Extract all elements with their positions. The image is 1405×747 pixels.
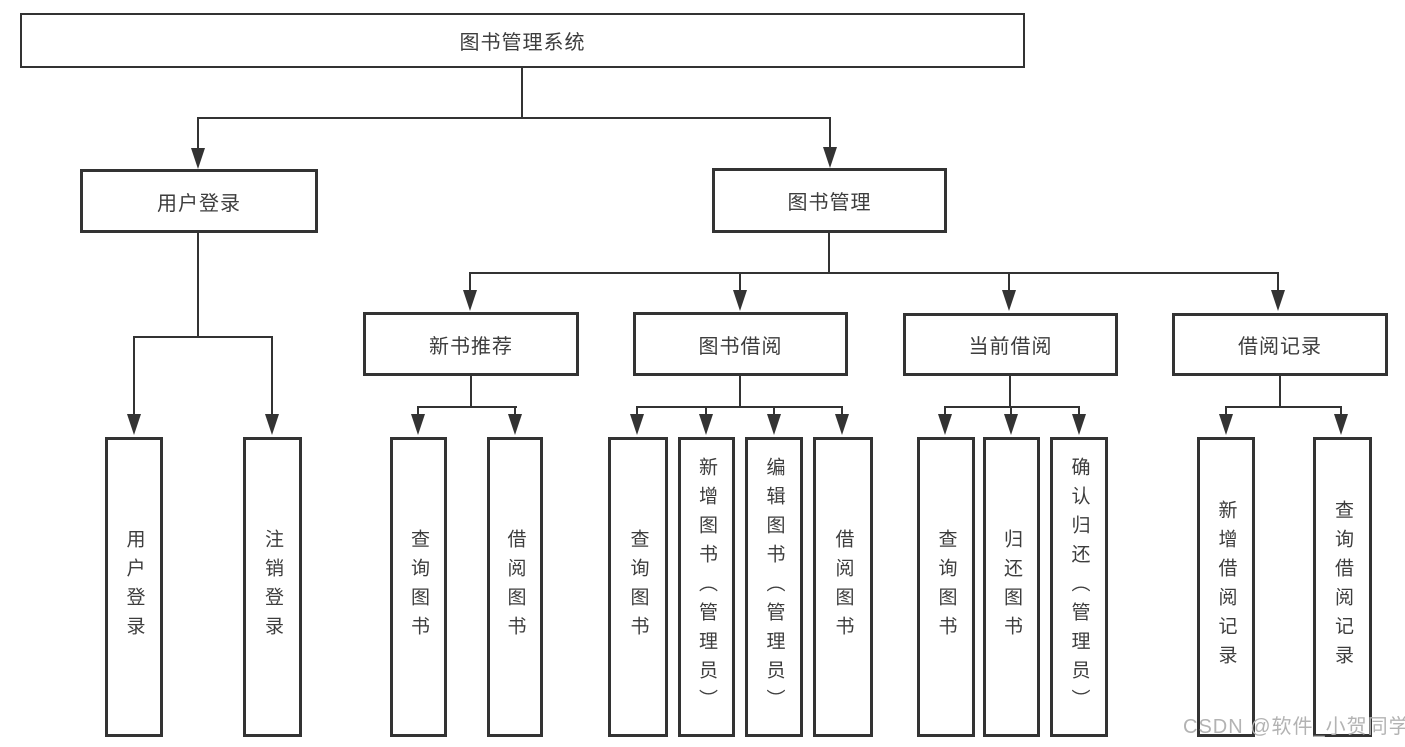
leaf-label: 归还图书 (1001, 529, 1022, 645)
connector-currentborrow-branch (944, 406, 1080, 408)
connector-bookmgmt-stem4 (1277, 272, 1279, 293)
connector-root-right-stem (829, 117, 831, 150)
arrow-down-icon (508, 414, 522, 435)
connector-bookmgmt-stem (828, 233, 830, 274)
connector-borrowrec-stem2 (1340, 406, 1342, 416)
connector-bookborrow-stem3 (773, 406, 775, 416)
connector-currentborrow-stem3 (1078, 406, 1080, 416)
connector-bookmgmt-stem1 (469, 272, 471, 293)
leaf-node-borrow-book-2: 借阅图书 (813, 437, 873, 737)
leaf-node-user-login: 用户登录 (105, 437, 163, 737)
leaf-node-edit-book: 编辑图书（管理员） (745, 437, 803, 737)
node-root: 图书管理系统 (20, 13, 1025, 68)
leaf-node-confirm-return: 确认归还（管理员） (1050, 437, 1108, 737)
arrow-down-icon (1219, 414, 1233, 435)
node-borrow-records: 借阅记录 (1172, 313, 1388, 376)
arrow-down-icon (1334, 414, 1348, 435)
leaf-label: 查询图书 (627, 529, 649, 645)
arrow-down-icon (191, 148, 205, 169)
connector-userlogin-stem (197, 233, 199, 336)
connector-newbook-stem2 (514, 406, 516, 416)
node-book-borrow-label: 图书借阅 (698, 335, 783, 358)
arrow-down-icon (1271, 290, 1285, 311)
leaf-node-return-book: 归还图书 (983, 437, 1040, 737)
connector-bookmgmt-stem2 (739, 272, 741, 293)
leaf-node-logout: 注销登录 (243, 437, 302, 737)
connector-bookborrow-stem4 (841, 406, 843, 416)
leaf-label: 新增借阅记录 (1215, 500, 1237, 674)
connector-userlogin-branch (133, 336, 273, 338)
connector-bookmgmt-branch (469, 272, 1279, 274)
connector-borrowrec-stem1 (1225, 406, 1227, 416)
arrow-down-icon (1004, 414, 1018, 435)
connector-newbook-branch (417, 406, 517, 408)
connector-root-left-stem (197, 117, 199, 150)
node-book-mgmt-label: 图书管理 (787, 192, 872, 214)
leaf-node-query-borrow-record: 查询借阅记录 (1313, 437, 1372, 737)
leaf-label: 查询图书 (408, 529, 429, 645)
arrow-down-icon (411, 414, 425, 435)
leaf-node-add-book: 新增图书（管理员） (678, 437, 735, 737)
leaf-node-add-borrow-record: 新增借阅记录 (1197, 437, 1255, 737)
connector-bookmgmt-stem3 (1008, 272, 1010, 293)
arrow-down-icon (127, 414, 141, 435)
arrow-down-icon (463, 290, 477, 311)
connector-userlogin-right-stem (271, 336, 273, 417)
node-user-login: 用户登录 (80, 169, 318, 233)
arrow-down-icon (1002, 290, 1016, 311)
leaf-label: 编辑图书（管理员） (763, 456, 785, 718)
leaf-label: 借阅图书 (504, 529, 526, 645)
arrow-down-icon (1072, 414, 1086, 435)
leaf-label: 借阅图书 (832, 529, 854, 645)
leaf-label: 查询图书 (935, 529, 957, 645)
node-current-borrow-label: 当前借阅 (968, 336, 1053, 358)
node-current-borrow: 当前借阅 (903, 313, 1118, 376)
node-book-borrow: 图书借阅 (633, 312, 848, 376)
connector-currentborrow-stem2 (1010, 406, 1012, 416)
node-user-login-label: 用户登录 (157, 192, 241, 215)
connector-root-branch (197, 117, 831, 119)
arrow-down-icon (938, 414, 952, 435)
leaf-label: 注销登录 (262, 529, 283, 645)
leaf-label: 确认归还（管理员） (1068, 456, 1090, 718)
leaf-node-borrow-book-1: 借阅图书 (487, 437, 543, 737)
arrow-down-icon (767, 414, 781, 435)
connector-bookborrow-stem (739, 376, 741, 408)
arrow-down-icon (265, 414, 279, 435)
connector-bookborrow-stem1 (636, 406, 638, 416)
arrow-down-icon (630, 414, 644, 435)
connector-borrowrec-stem (1279, 376, 1281, 408)
connector-newbook-stem (470, 376, 472, 408)
connector-userlogin-left-stem (133, 336, 135, 417)
arrow-down-icon (733, 290, 747, 311)
arrow-down-icon (699, 414, 713, 435)
leaf-node-query-book-3: 查询图书 (917, 437, 975, 737)
node-root-label: 图书管理系统 (459, 32, 586, 54)
connector-currentborrow-stem (1009, 376, 1011, 408)
connector-bookborrow-stem2 (705, 406, 707, 416)
node-book-mgmt: 图书管理 (712, 168, 947, 233)
leaf-label: 查询借阅记录 (1332, 500, 1353, 674)
leaf-label: 新增图书（管理员） (696, 456, 717, 718)
connector-root-stem (521, 68, 523, 117)
node-new-book-rec: 新书推荐 (363, 312, 579, 376)
connector-borrowrec-branch (1225, 406, 1342, 408)
node-new-book-rec-label: 新书推荐 (429, 335, 513, 358)
leaf-node-query-book-2: 查询图书 (608, 437, 668, 737)
node-borrow-records-label: 借阅记录 (1238, 336, 1322, 358)
leaf-label: 用户登录 (123, 529, 145, 645)
connector-currentborrow-stem1 (944, 406, 946, 416)
arrow-down-icon (835, 414, 849, 435)
connector-newbook-stem1 (417, 406, 419, 416)
leaf-node-query-book-1: 查询图书 (390, 437, 447, 737)
csdn-watermark: CSDN @软件_小贺同学 (1183, 716, 1405, 738)
arrow-down-icon (823, 147, 837, 168)
connector-bookborrow-branch (636, 406, 843, 408)
